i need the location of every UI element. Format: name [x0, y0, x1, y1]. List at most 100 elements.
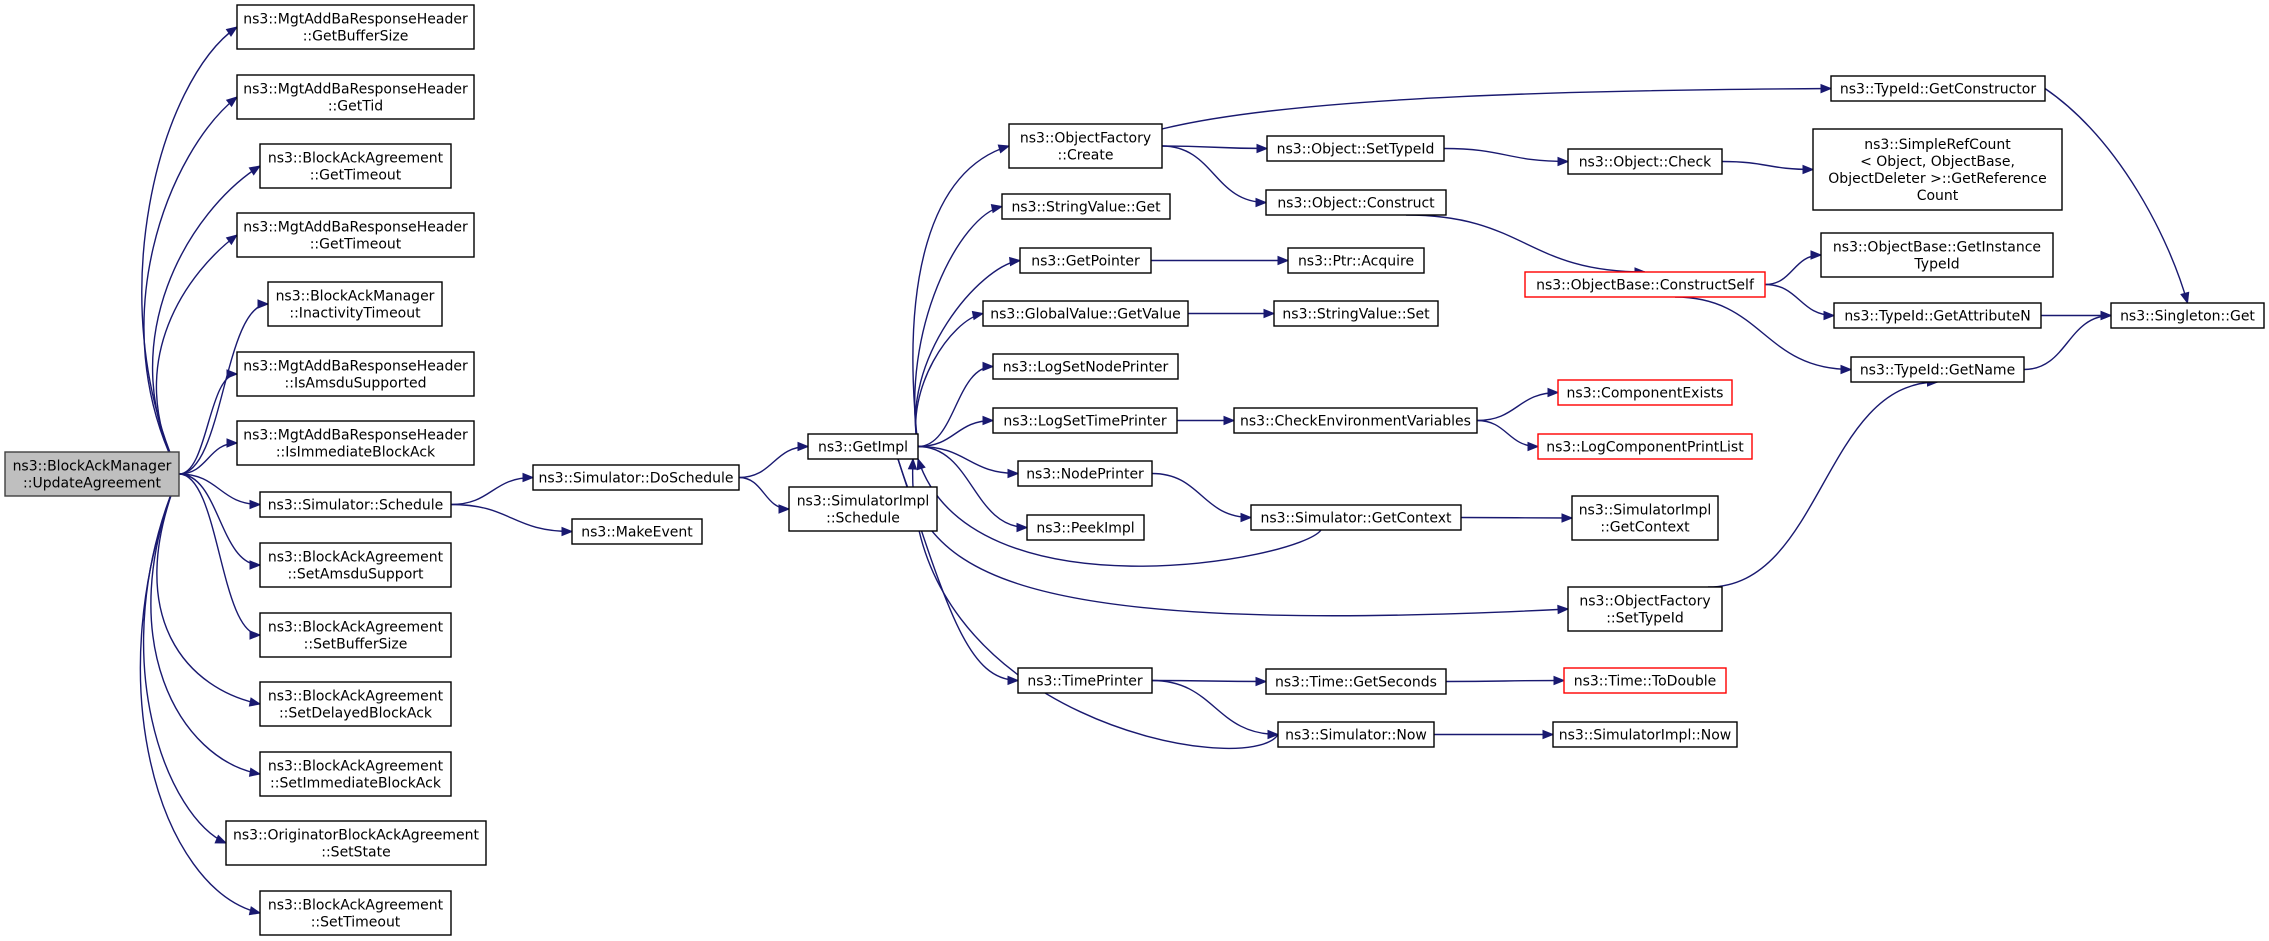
- edge-simNow-to-simImplNow: [1433, 729, 1555, 740]
- edge-root-to-getTid: [143, 96, 239, 475]
- node-root[interactable]: ns3::BlockAckManager::UpdateAgreement: [4, 451, 180, 497]
- node-box: [982, 300, 1189, 327]
- node-typeIdGetConstructor[interactable]: ns3::TypeId::GetConstructor: [1830, 75, 2046, 102]
- edge-line: [2044, 87, 2189, 304]
- edge-simSchedule-to-doSchedule: [450, 472, 535, 506]
- node-simImplSchedule[interactable]: ns3::SimulatorImpl::Schedule: [788, 486, 938, 532]
- node-label: ns3::OriginatorBlockAckAgreement: [233, 828, 479, 844]
- edge-line: [914, 205, 1003, 447]
- node-label: ns3::Object::SetTypeId: [1277, 142, 1435, 158]
- node-ofCreate[interactable]: ns3::ObjectFactory::Create: [1008, 123, 1163, 169]
- node-label: ns3::MgtAddBaResponseHeader: [243, 82, 468, 98]
- node-label: ns3::Time::ToDouble: [1574, 674, 1717, 690]
- node-label: ns3::MgtAddBaResponseHeader: [243, 12, 468, 28]
- edge-globalValueGetValue-to-stringValueSet: [1188, 308, 1276, 319]
- node-objSetTypeId[interactable]: ns3::Object::SetTypeId: [1266, 135, 1445, 162]
- edge-arrowhead: [2180, 291, 2190, 305]
- edge-line: [156, 473, 261, 705]
- edge-constructSelf-to-getAttributeN: [1764, 283, 1836, 321]
- node-label: ns3::LogSetNodePrinter: [1003, 360, 1169, 376]
- edge-arrowhead: [907, 457, 918, 470]
- node-simGetContext[interactable]: ns3::Simulator::GetContext: [1250, 504, 1462, 531]
- node-ofSetTypeId[interactable]: ns3::ObjectFactory::SetTypeId: [1567, 586, 1723, 632]
- node-simImplNow[interactable]: ns3::SimulatorImpl::Now: [1552, 721, 1738, 748]
- node-setBufferSize[interactable]: ns3::BlockAckAgreement::SetBufferSize: [259, 612, 452, 658]
- node-singletonGet[interactable]: ns3::Singleton::Get: [2110, 302, 2265, 329]
- edge-arrowhead: [1542, 729, 1555, 740]
- edge-getImpl-to-ofCreate: [912, 144, 1011, 447]
- node-setDelayedBlockAck[interactable]: ns3::BlockAckAgreement::SetDelayedBlockA…: [259, 681, 452, 727]
- node-getTid[interactable]: ns3::MgtAddBaResponseHeader::GetTid: [236, 74, 475, 120]
- node-logComponentPrintList[interactable]: ns3::LogComponentPrintList: [1537, 433, 1753, 460]
- edge-arrowhead: [916, 457, 926, 471]
- node-setTimeout[interactable]: ns3::BlockAckAgreement::SetTimeout: [259, 890, 452, 936]
- edge-getName-to-singletonGet: [2023, 310, 2113, 371]
- node-checkEnv[interactable]: ns3::CheckEnvironmentVariables: [1233, 407, 1478, 434]
- edge-root-to-isImmediateBlockAck: [178, 438, 239, 475]
- node-makeEvent[interactable]: ns3::MakeEvent: [571, 518, 703, 545]
- node-logSetNodePrinter[interactable]: ns3::LogSetNodePrinter: [992, 353, 1179, 380]
- node-objConstruct[interactable]: ns3::Object::Construct: [1265, 189, 1447, 216]
- node-box: [992, 407, 1178, 434]
- node-getAttributeN[interactable]: ns3::TypeId::GetAttributeN: [1833, 302, 2042, 329]
- node-simImplGetContext[interactable]: ns3::SimulatorImpl::GetContext: [1571, 495, 1719, 541]
- node-label: ::IsAmsduSupported: [285, 376, 427, 392]
- edge-getImpl-to-logSetTimePrinter: [917, 415, 995, 448]
- node-label: ::IsImmediateBlockAck: [276, 445, 436, 461]
- edge-line: [141, 26, 238, 475]
- node-getPointer[interactable]: ns3::GetPointer: [1019, 247, 1152, 274]
- node-setImmediateBlockAck[interactable]: ns3::BlockAckAgreement::SetImmediateBloc…: [259, 751, 452, 797]
- node-globalValueGetValue[interactable]: ns3::GlobalValue::GetValue: [982, 300, 1189, 327]
- edge-line: [914, 259, 1021, 447]
- node-label: ::GetTimeout: [310, 168, 402, 184]
- node-setState[interactable]: ns3::OriginatorBlockAckAgreement::SetSta…: [225, 820, 487, 866]
- node-isAmsduSupported[interactable]: ns3::MgtAddBaResponseHeader::IsAmsduSupp…: [236, 351, 475, 397]
- node-hdrGetTimeout[interactable]: ns3::MgtAddBaResponseHeader::GetTimeout: [236, 212, 475, 258]
- node-box: [259, 143, 452, 189]
- node-getBufferSize[interactable]: ns3::MgtAddBaResponseHeader::GetBufferSi…: [236, 4, 475, 50]
- edge-arrowhead: [1547, 387, 1560, 398]
- node-box: [259, 890, 452, 936]
- edge-line: [178, 303, 269, 475]
- node-getImpl[interactable]: ns3::GetImpl: [807, 433, 919, 460]
- node-label: ns3::PeekImpl: [1036, 521, 1134, 537]
- node-timeToDouble[interactable]: ns3::Time::ToDouble: [1563, 667, 1727, 694]
- node-constructSelf[interactable]: ns3::ObjectBase::ConstructSelf: [1524, 271, 1766, 298]
- node-logSetTimePrinter[interactable]: ns3::LogSetTimePrinter: [992, 407, 1178, 434]
- node-doSchedule[interactable]: ns3::Simulator::DoSchedule: [532, 464, 740, 491]
- node-ptrAcquire[interactable]: ns3::Ptr::Acquire: [1287, 247, 1425, 274]
- node-componentExists[interactable]: ns3::ComponentExists: [1557, 379, 1733, 406]
- edge-line: [1445, 679, 1565, 683]
- node-getName[interactable]: ns3::TypeId::GetName: [1850, 356, 2025, 383]
- node-timeGetSeconds[interactable]: ns3::Time::GetSeconds: [1265, 668, 1447, 695]
- edge-arrowhead: [226, 369, 239, 379]
- node-objCheck[interactable]: ns3::Object::Check: [1567, 148, 1723, 175]
- node-simNow[interactable]: ns3::Simulator::Now: [1277, 721, 1435, 748]
- node-box: [259, 681, 452, 727]
- node-isImmediateBlockAck[interactable]: ns3::MgtAddBaResponseHeader::IsImmediate…: [236, 420, 475, 466]
- node-timePrinter[interactable]: ns3::TimePrinter: [1017, 667, 1153, 694]
- edge-arrowhead: [2100, 310, 2113, 321]
- edge-arrowhead: [1553, 675, 1566, 686]
- node-box: [1266, 135, 1445, 162]
- node-setAmsduSupport[interactable]: ns3::BlockAckAgreement::SetAmsduSupport: [259, 542, 452, 588]
- node-label: ns3::NodePrinter: [1026, 467, 1144, 483]
- node-box: [1820, 232, 2054, 278]
- node-label: ns3::MgtAddBaResponseHeader: [243, 428, 468, 444]
- node-peekImpl[interactable]: ns3::PeekImpl: [1026, 514, 1145, 541]
- node-nodePrinter[interactable]: ns3::NodePrinter: [1017, 460, 1153, 487]
- edges-layer: [139, 26, 2190, 916]
- node-label: ::SetTimeout: [311, 915, 401, 931]
- node-simpleRefCount[interactable]: ns3::SimpleRefCount< Object, ObjectBase,…: [1812, 128, 2063, 211]
- edge-arrowhead: [797, 441, 810, 452]
- node-stringValueSet[interactable]: ns3::StringValue::Set: [1273, 300, 1439, 327]
- node-stringValueGet[interactable]: ns3::StringValue::Get: [1001, 193, 1171, 220]
- edge-line: [1161, 87, 1832, 130]
- node-inactivityTimeout[interactable]: ns3::BlockAckManager::InactivityTimeout: [267, 281, 443, 327]
- edge-checkEnv-to-componentExists: [1476, 387, 1560, 422]
- node-label: ns3::CheckEnvironmentVariables: [1240, 414, 1471, 430]
- node-simSchedule[interactable]: ns3::Simulator::Schedule: [259, 491, 452, 518]
- node-agrGetTimeout[interactable]: ns3::BlockAckAgreement::GetTimeout: [259, 143, 452, 189]
- edge-root-to-setBufferSize: [178, 473, 262, 640]
